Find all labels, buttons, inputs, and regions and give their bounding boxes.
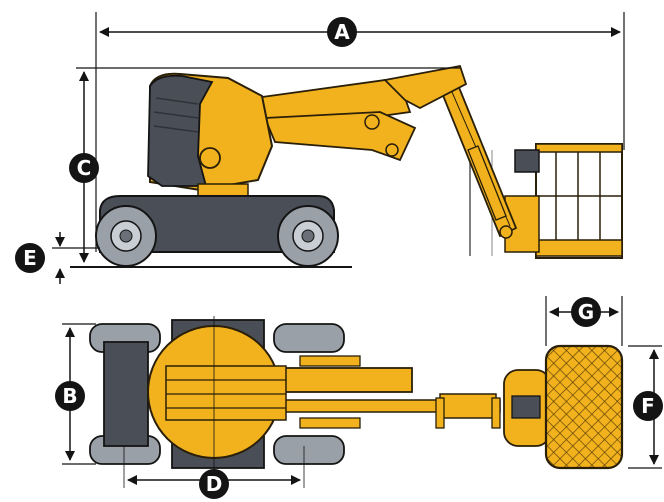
top-boom <box>279 355 551 447</box>
dimension-badge-a: A <box>327 17 357 47</box>
turret <box>147 72 274 197</box>
chassis-side <box>95 195 339 267</box>
platform-top <box>544 344 624 470</box>
label-c: C <box>77 156 92 180</box>
control-box <box>514 149 540 173</box>
dimension-badge-c: C <box>69 153 99 183</box>
main-boom <box>253 64 468 162</box>
label-f: F <box>641 394 655 418</box>
dimension-badge-f: F <box>633 391 663 421</box>
dimension-badge-b: B <box>55 381 85 411</box>
top-view <box>89 316 624 488</box>
label-b: B <box>62 384 77 408</box>
dimension-badge-g: G <box>571 297 601 327</box>
label-d: D <box>206 472 223 496</box>
top-turret <box>147 325 287 459</box>
basket-side <box>469 143 623 259</box>
side-view <box>70 64 623 268</box>
label-g: G <box>578 300 594 324</box>
dimension-badge-d: D <box>199 469 229 499</box>
label-e: E <box>23 246 37 270</box>
dimension-badge-e: E <box>15 243 45 273</box>
label-a: A <box>334 20 350 44</box>
